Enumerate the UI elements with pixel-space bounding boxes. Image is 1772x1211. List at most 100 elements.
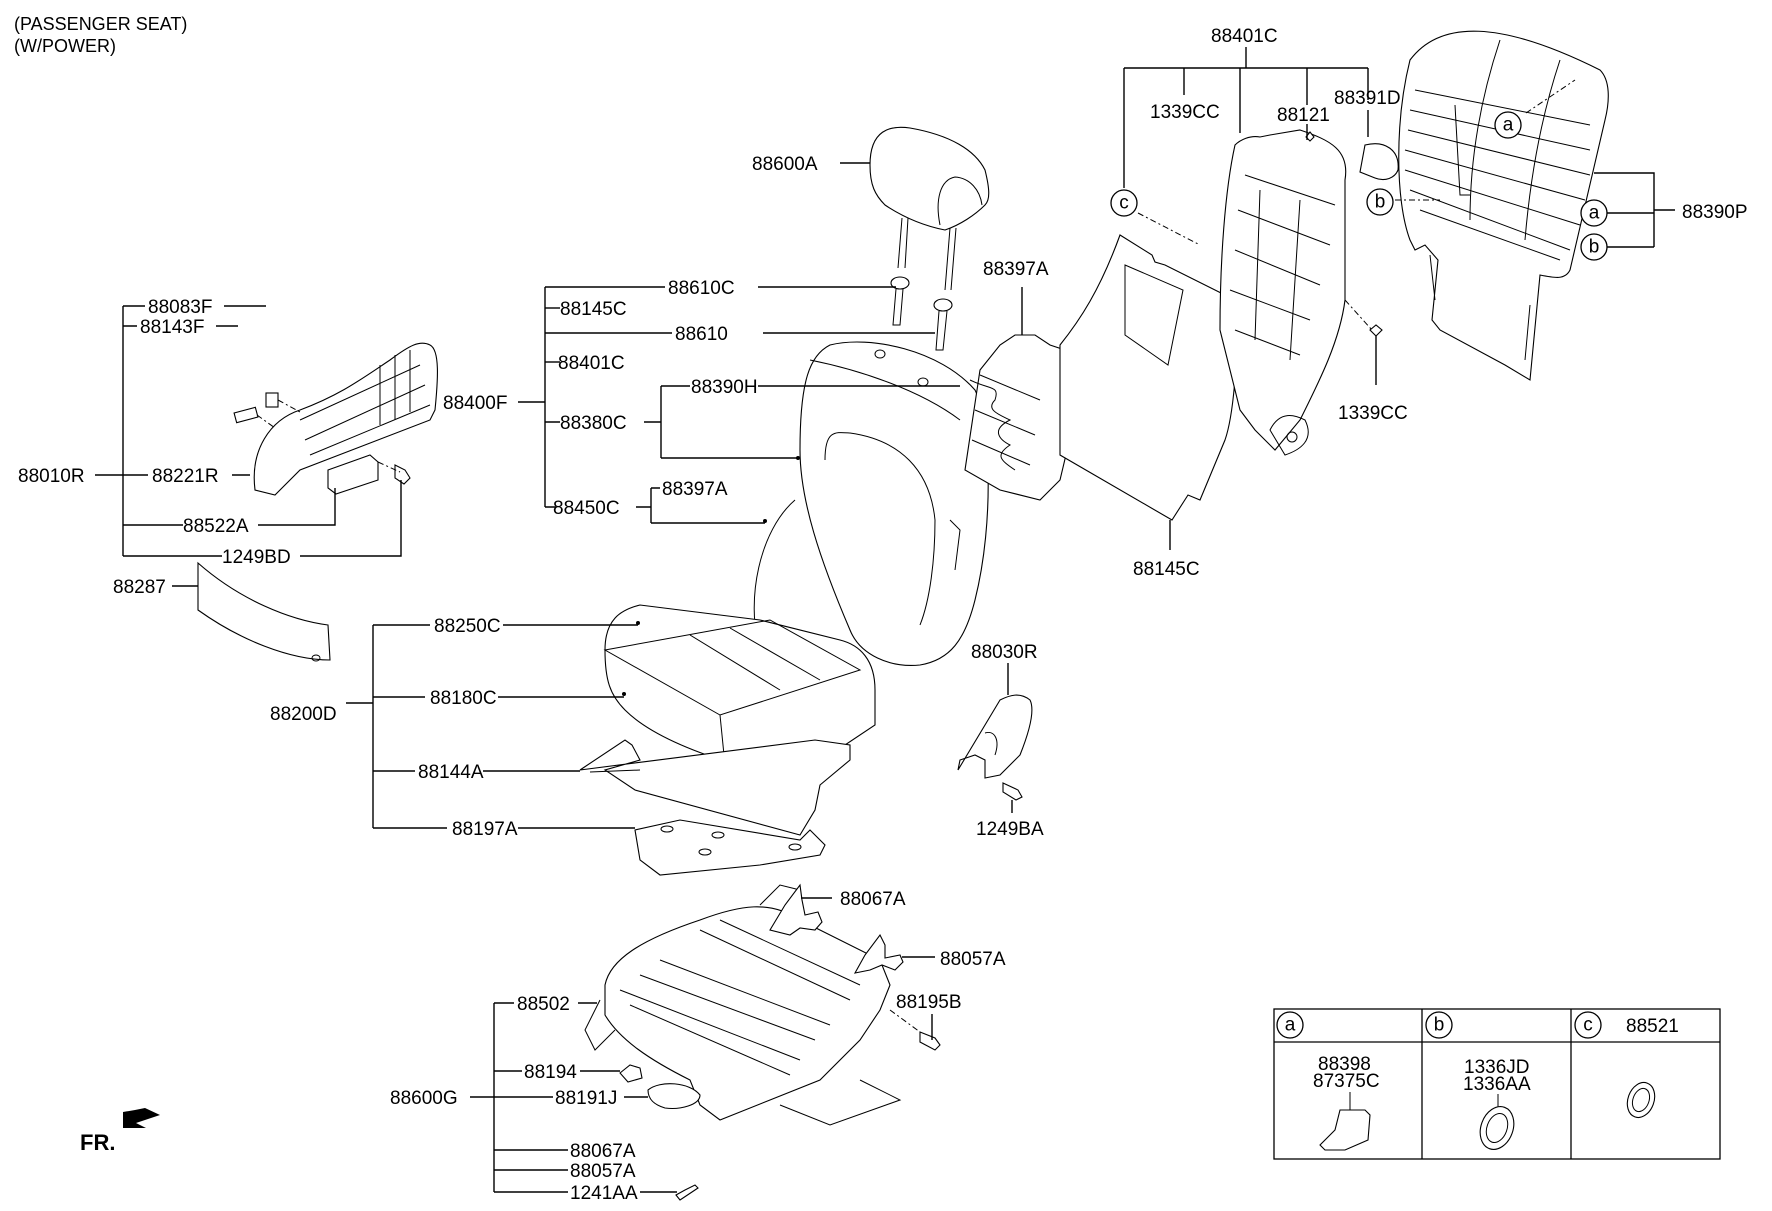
- part-label-88522A[interactable]: 88522A: [183, 516, 249, 537]
- callout-a-88390P[interactable]: a: [1580, 199, 1608, 227]
- diagram-title-line1: (PASSENGER SEAT): [14, 14, 187, 34]
- part-label-1339CC-top[interactable]: 1339CC: [1150, 102, 1220, 123]
- cushion-pad-88144A-illustration: [579, 739, 851, 836]
- screw-1249BD: [394, 464, 411, 485]
- legend-col-a: a 88398 87375C: [1276, 1011, 1380, 1151]
- motor-88391D: [1359, 143, 1399, 181]
- part-label-88067A-upper[interactable]: 88067A: [840, 889, 906, 910]
- part-label-88450C[interactable]: 88450C: [553, 498, 620, 519]
- motor-88191J: [647, 1083, 701, 1109]
- part-label-88083F[interactable]: 88083F: [148, 297, 212, 318]
- legend-callout-a: a: [1276, 1011, 1304, 1039]
- part-label-88401C[interactable]: 88401C: [558, 353, 625, 374]
- part-label-88197A[interactable]: 88197A: [452, 819, 518, 840]
- part-label-1241AA[interactable]: 1241AA: [570, 1183, 638, 1204]
- part-label-88195B[interactable]: 88195B: [896, 992, 962, 1013]
- part-label-88145C-lower[interactable]: 88145C: [1133, 559, 1200, 580]
- legend-a-part-2[interactable]: 87375C: [1313, 1071, 1380, 1092]
- frame-88401C-leaders: [1123, 47, 1369, 246]
- part-label-88380C[interactable]: 88380C: [560, 413, 627, 434]
- part-label-1249BD[interactable]: 1249BD: [222, 547, 291, 568]
- part-label-88180C[interactable]: 88180C: [430, 688, 497, 709]
- part-label-88250C[interactable]: 88250C: [434, 616, 501, 637]
- part-label-88057A-upper[interactable]: 88057A: [940, 949, 1006, 970]
- cushion-assembly-leaders: [346, 624, 638, 829]
- seatback-cover-illustration: [753, 341, 989, 666]
- part-label-88397A-lower[interactable]: 88397A: [662, 479, 728, 500]
- part-label-88057A-lower[interactable]: 88057A: [570, 1161, 636, 1182]
- part-label-88221R[interactable]: 88221R: [152, 466, 219, 487]
- legend-callout-c: c: [1574, 1011, 1602, 1039]
- part-label-88390H[interactable]: 88390H: [691, 377, 758, 398]
- switch-88522A: [327, 454, 379, 495]
- part-label-1339CC-right[interactable]: 1339CC: [1338, 403, 1408, 424]
- seatback-frame-illustration: [1219, 129, 1399, 456]
- bracket-88067A-illustration: [769, 883, 823, 936]
- part-label-88194[interactable]: 88194: [524, 1062, 577, 1083]
- cushion-panel-88197A-illustration: [634, 819, 826, 876]
- nut-1339CC: [1369, 324, 1383, 337]
- legend-callout-b: b: [1425, 1011, 1453, 1039]
- callout-a-88390P-text: a: [1589, 203, 1600, 224]
- legend-col-b: b 1336JD 1336AA: [1425, 1011, 1531, 1150]
- side-shield-leaders: [95, 305, 402, 557]
- grommet-small-icon: [1626, 1081, 1656, 1119]
- seat-cushion-illustration: [603, 604, 876, 771]
- callout-b-88390P[interactable]: b: [1580, 233, 1608, 261]
- callout-b-text: b: [1375, 192, 1386, 213]
- headrest-illustration: [869, 126, 990, 351]
- part-label-88121[interactable]: 88121: [1277, 105, 1330, 126]
- clip-icon: [1319, 1109, 1371, 1151]
- svg-text:b: b: [1434, 1015, 1445, 1036]
- callout-b-board[interactable]: b: [1366, 188, 1394, 216]
- switch-knob-88143F: [233, 406, 259, 424]
- lumbar-support-illustration: [949, 334, 1086, 571]
- part-label-88144A[interactable]: 88144A: [418, 762, 484, 783]
- headrest-guide-88610C: [890, 276, 910, 290]
- grommet-icon: [1479, 1106, 1515, 1150]
- svg-text:a: a: [1285, 1015, 1296, 1036]
- part-label-88600G[interactable]: 88600G: [390, 1088, 458, 1109]
- headrest-guide-88610: [933, 298, 953, 312]
- part-label-88600A[interactable]: 88600A: [752, 154, 818, 175]
- clip-88121: [1305, 131, 1315, 142]
- board-88390P-leaders: [1594, 172, 1675, 248]
- part-label-88391D[interactable]: 88391D: [1334, 88, 1401, 109]
- callout-b-88390P-text: b: [1589, 237, 1600, 258]
- part-label-88145C[interactable]: 88145C: [560, 299, 627, 320]
- part-label-88610C[interactable]: 88610C: [668, 278, 735, 299]
- part-label-88287[interactable]: 88287: [113, 577, 166, 598]
- legend-b-part-2[interactable]: 1336AA: [1463, 1074, 1531, 1095]
- side-shield-illustration: [233, 342, 438, 496]
- part-label-88400F[interactable]: 88400F: [443, 393, 507, 414]
- bracket-88057A-illustration: [853, 933, 904, 974]
- part-label-88401C-frame[interactable]: 88401C: [1211, 26, 1278, 47]
- part-label-88030R[interactable]: 88030R: [971, 642, 1038, 663]
- part-label-88067A-lower[interactable]: 88067A: [570, 1141, 636, 1162]
- legend-col-c: c 88521: [1574, 1011, 1679, 1119]
- part-label-88397A-upper[interactable]: 88397A: [983, 259, 1049, 280]
- callout-c-frame[interactable]: c: [1110, 189, 1138, 217]
- switch-knob-88083F: [265, 392, 279, 408]
- part-label-88610[interactable]: 88610: [675, 324, 728, 345]
- part-label-88502[interactable]: 88502: [517, 994, 570, 1015]
- legend-c-part[interactable]: 88521: [1626, 1016, 1679, 1037]
- back-board-illustration: [1395, 30, 1609, 381]
- legend-table: [1273, 1008, 1721, 1160]
- part-label-88143F[interactable]: 88143F: [140, 317, 204, 338]
- back-assembly-leaders: [518, 286, 960, 524]
- track-assembly-leaders: [470, 1002, 677, 1193]
- part-label-1249BA[interactable]: 1249BA: [976, 819, 1044, 840]
- module-88194: [619, 1064, 643, 1083]
- part-label-88010R[interactable]: 88010R: [18, 466, 85, 487]
- part-label-88200D[interactable]: 88200D: [270, 704, 337, 725]
- cover-88030R-illustration: [957, 694, 1033, 801]
- callout-a-board[interactable]: a: [1494, 111, 1522, 139]
- legend-b-part-1[interactable]: 1336JD: [1464, 1057, 1530, 1078]
- legend-a-part-1[interactable]: 88398: [1318, 1054, 1371, 1075]
- callout-a-text: a: [1503, 115, 1514, 136]
- part-label-88390P[interactable]: 88390P: [1682, 202, 1748, 223]
- part-label-88191J[interactable]: 88191J: [555, 1088, 617, 1109]
- diagram-title-line2: (W/POWER): [14, 36, 116, 56]
